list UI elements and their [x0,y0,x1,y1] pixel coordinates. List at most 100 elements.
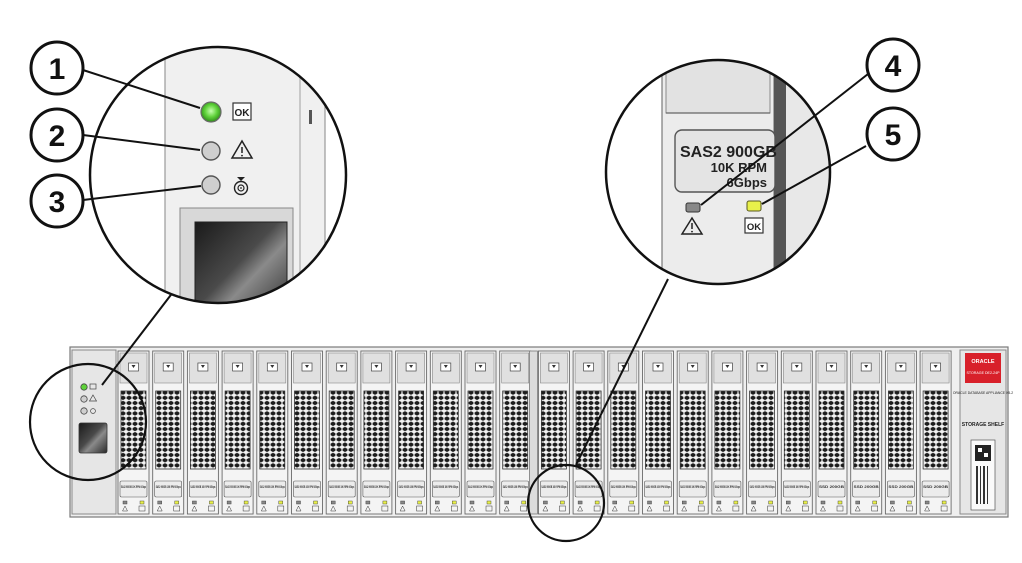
shelf-locate-led [80,407,88,415]
drive-latch[interactable] [817,352,846,384]
shelf-ear-handle[interactable] [78,422,108,454]
drive-fault-led [192,500,197,505]
drive-ok-icon [593,505,601,512]
drive-release-arrow-icon [374,365,379,368]
drive-bay-4[interactable]: SAS2 900GB 10K RPM 6Gbps [256,350,289,515]
product-line-2: STORAGE SHELF [962,422,1004,428]
drive-ok-led [452,500,457,505]
right-zoom-view: SAS2 900GB 10K RPM 6Gbps OK [526,58,832,543]
drive-bay-18[interactable]: SAS2 900GB 10K RPM 6Gbps [746,350,779,515]
drive-label [540,480,568,498]
drive-label-text: SAS2 900GB 10K RPM 6Gbps [260,484,285,489]
drive-bay-10[interactable]: SAS2 900GB 10K RPM 6Gbps [464,350,497,515]
drive-warning-icon [399,505,406,512]
drive-label [887,480,915,498]
drive-fault-led [820,500,826,505]
drive-bay-6[interactable]: SAS2 900GB 10K RPM 6Gbps [325,350,358,515]
drive-bay-0[interactable]: SAS2 900GB 10K RPM 6Gbps [117,350,150,515]
drive-warning-icon [122,505,128,512]
drive-vent-mesh [541,390,567,470]
drive-label [501,480,530,498]
drive-ok-led [768,500,773,505]
drive-bay-17[interactable]: SAS2 900GB 10K RPM 6Gbps [711,350,744,515]
drive-latch[interactable] [574,352,603,384]
drive-label-text: SAS2 900GB 10K RPM 6Gbps [680,484,705,489]
drive-release-arrow-icon [794,365,799,368]
drive-bay-2[interactable]: SAS2 900GB 10K RPM 6Gbps [186,350,219,515]
drive-ok-led [139,500,145,505]
drive-bay-15[interactable]: SAS2 900GB 10K RPM 6Gbps [642,350,674,515]
left-zoom-handle[interactable] [194,221,288,318]
drive-ok-icon [416,505,423,512]
drive-warning-icon [295,505,302,512]
drive-ok-icon [312,505,319,512]
drive-label [362,480,391,498]
callout-2-number: 2 [49,120,66,153]
drive-ok-led [872,500,877,505]
drive-vent-mesh [853,390,880,470]
drive-ok-led [560,500,565,505]
shelf-attention-led [80,395,88,403]
drive-release-arrow-icon [656,365,660,368]
drive-label [644,480,672,498]
drive-bay-7[interactable]: SAS2 900GB 10K RPM 6Gbps [360,350,393,515]
drive-warning-icon [889,505,896,512]
drive-vent-mesh [888,390,914,470]
drive-label [119,480,148,498]
right-zoom-ring [604,58,832,286]
drive-ok-icon [485,505,493,512]
callout-2-leader [82,134,201,151]
drive-bay-22[interactable]: SSD 200GB [884,350,917,515]
drive-release-arrow-icon [131,365,136,368]
drive-bay-11[interactable]: SAS2 900GB 10K RPM 6Gbps [499,350,532,515]
drive-bay-16[interactable]: SAS2 900GB 10K RPM 6Gbps [676,350,709,515]
drive-label [223,480,252,498]
drive-bay-13[interactable]: SAS2 900GB 10K RPM 6Gbps [572,350,605,515]
drive-fault-led [577,500,583,505]
drive-bay-21[interactable]: SSD 200GB [850,350,883,515]
drive-vent-mesh [398,390,425,470]
drive-vent-mesh [120,390,147,470]
drive-bay-8[interactable]: SAS2 900GB 10K RPM 6Gbps [395,350,428,515]
drive-label [748,480,776,498]
drive-warning-triangle-icon [680,216,704,235]
drive-ok-led [174,500,179,505]
drive-bay-19[interactable]: SAS2 900GB 10K RPM 6Gbps [780,350,813,515]
drive-label-line-2: 10K RPM [711,160,767,175]
drive-fault-led [365,500,371,505]
drive-release-arrow-icon [586,365,591,368]
drive-ok-led [521,500,526,505]
drive-bay-1[interactable]: SAS2 900GB 10K RPM 6Gbps [152,350,185,515]
drive-ok-led [941,500,947,505]
drive-release-arrow-icon [690,365,695,368]
drive-ok-led [746,200,762,212]
drive-fault-led [685,202,701,213]
drive-bay-12[interactable]: SAS2 900GB 10K RPM 6Gbps [537,350,570,515]
callout-4-leader [700,73,869,206]
drive-vent-mesh [502,390,529,470]
locate-target-icon [233,177,249,196]
drive-label-text: SSD 200GB [923,484,948,489]
drive-ok-icon [767,505,774,512]
drive-bay-20[interactable]: SSD 200GB [815,350,848,515]
drive-bay-23[interactable]: SSD 200GB [919,350,952,515]
drive-latch[interactable] [293,352,321,384]
drive-ok-led [629,500,634,505]
drive-ok-icon [277,505,285,512]
drive-bay-14[interactable]: SAS2 900GB 10K RPM 6Gbps [607,350,640,515]
drive-release-arrow-icon [200,365,205,368]
drive-bay-3[interactable]: SAS2 900GB 10K RPM 6Gbps [221,350,254,515]
drive-fault-led [261,500,266,505]
drive-release-arrow-icon [305,365,309,368]
drive-warning-icon [542,505,549,512]
drive-label [466,480,495,498]
drive-ok-icon [346,505,354,512]
drive-vent-mesh [224,390,251,470]
drive-label-text: SAS2 900GB 10K RPM 6Gbps [541,484,566,489]
drive-bay-5[interactable]: SAS2 900GB 10K RPM 6Gbps [291,350,323,515]
shelf-locate-icon [90,408,96,414]
drive-bay-9[interactable]: SAS2 900GB 10K RPM 6Gbps [429,350,462,515]
drive-fault-led [226,500,232,505]
callout-1-circle [29,40,85,96]
